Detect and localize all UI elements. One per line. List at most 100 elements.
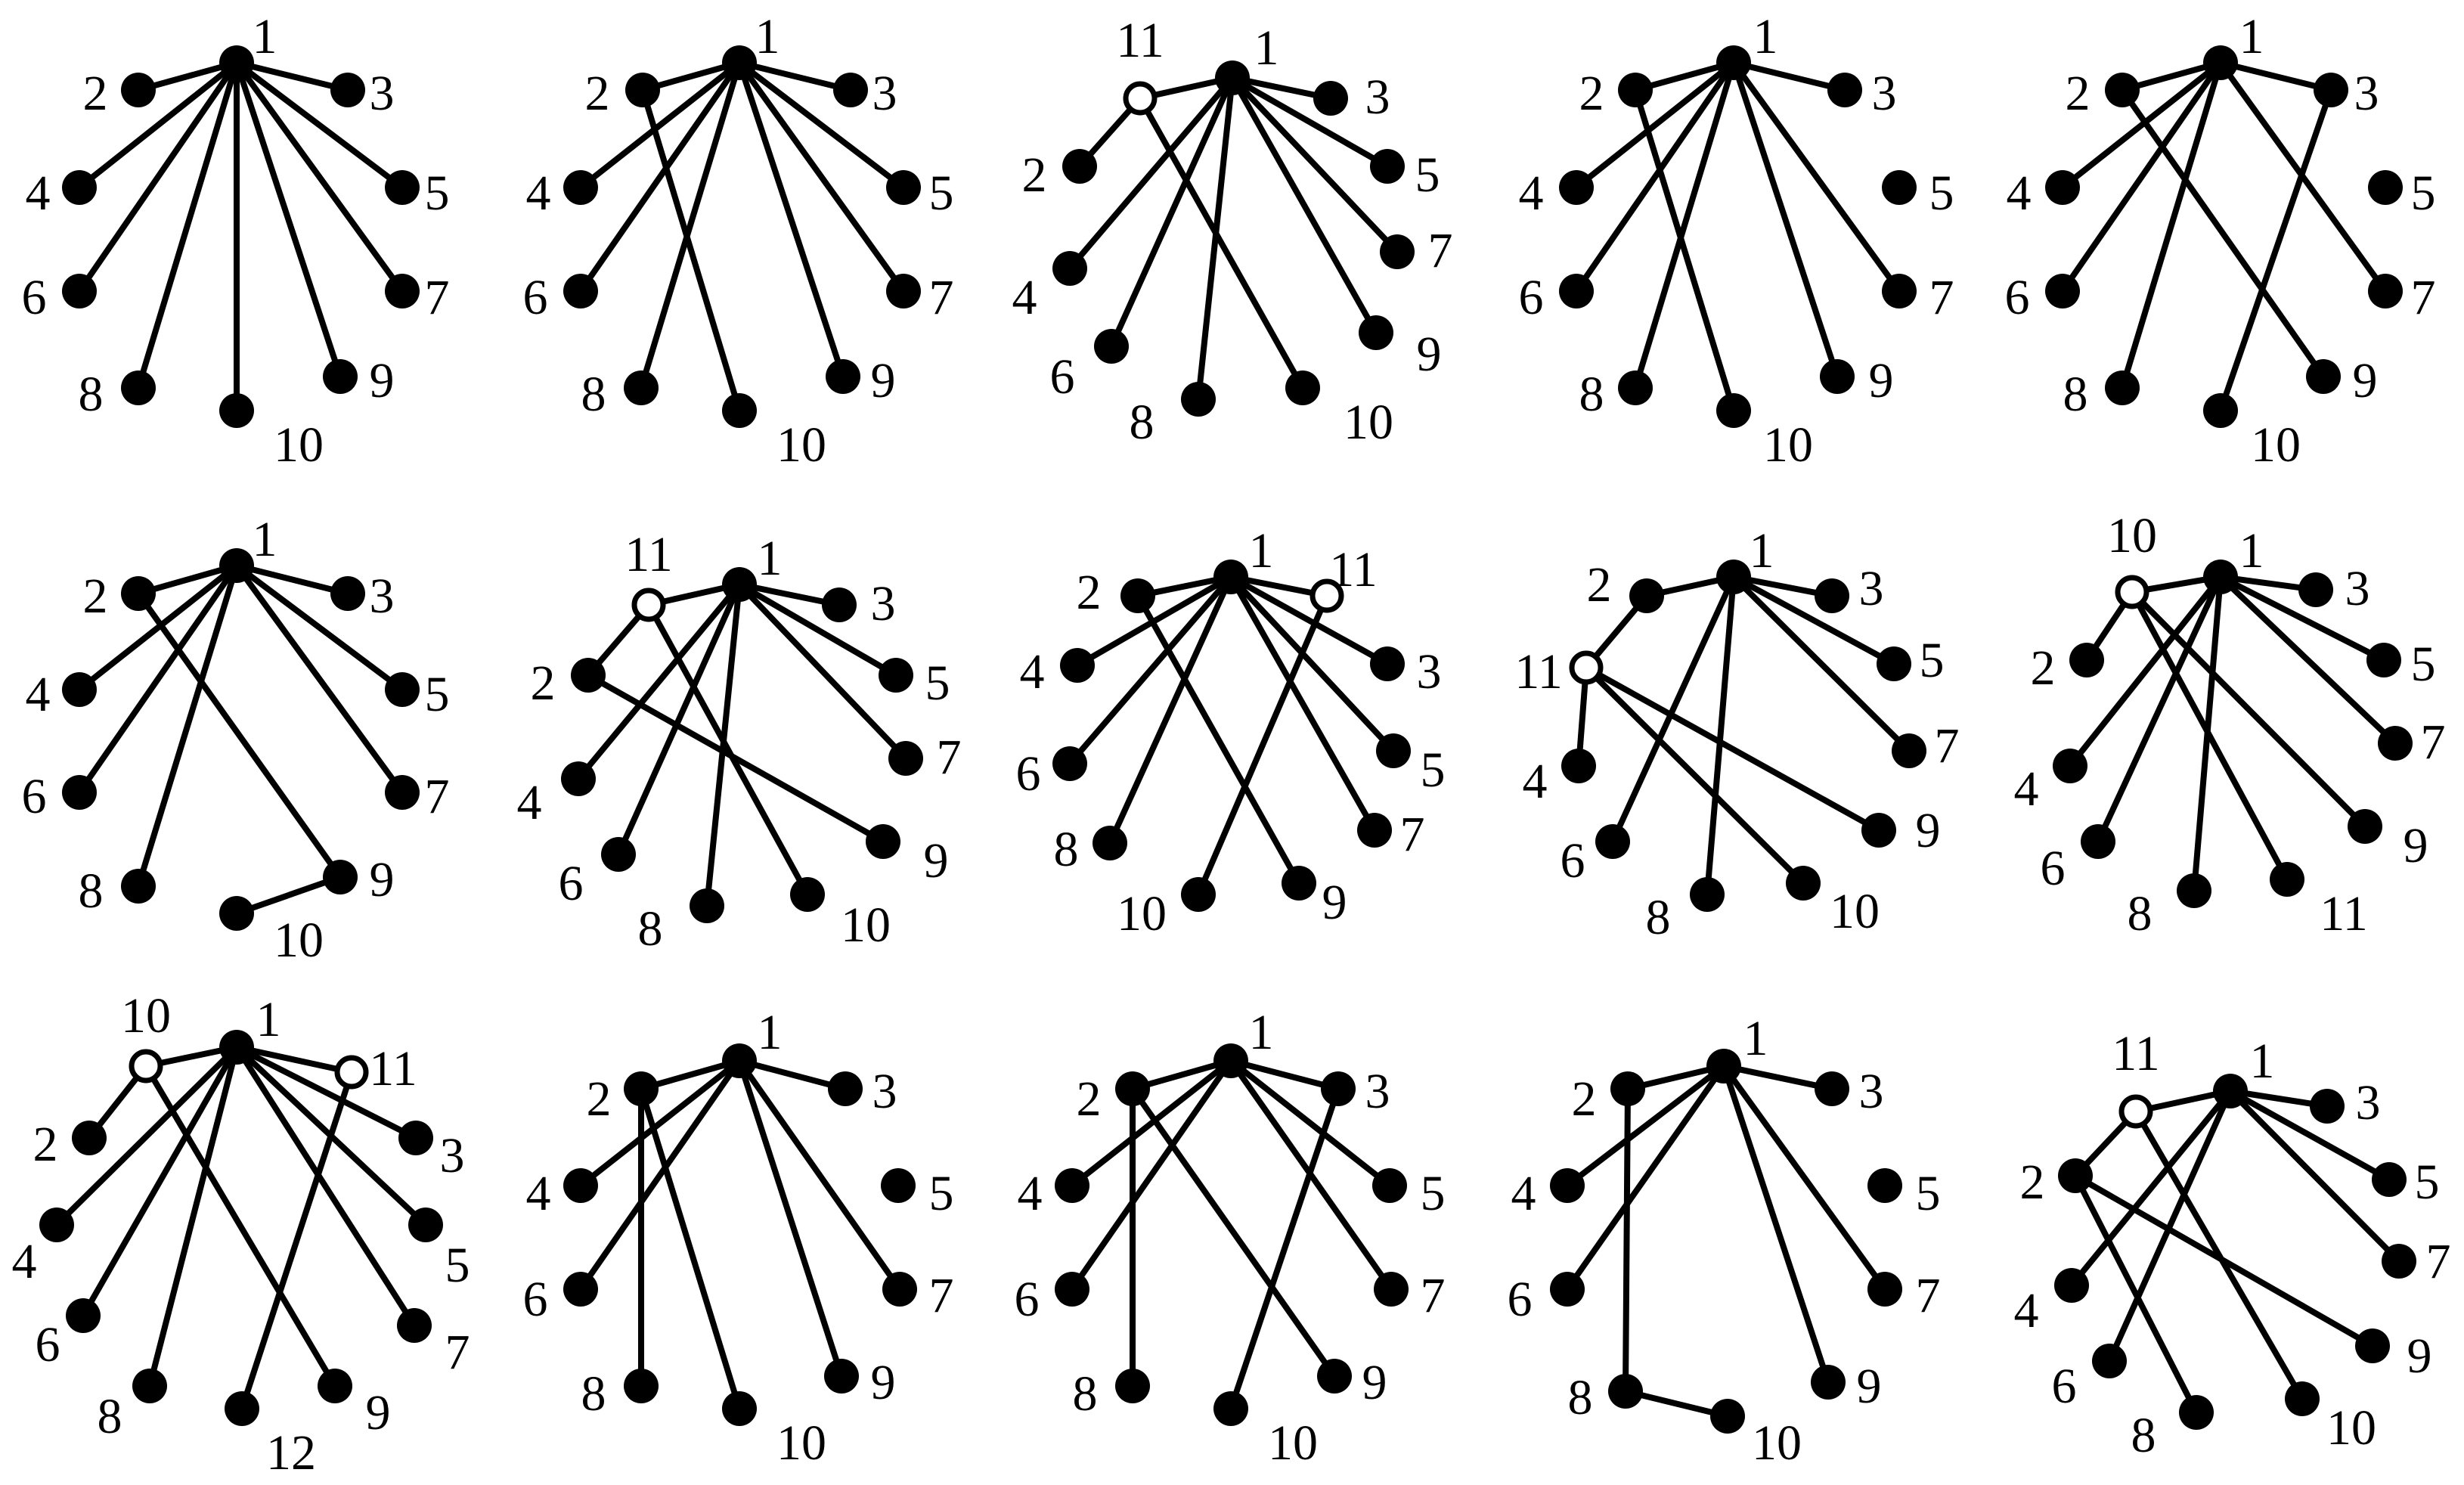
graph-edge <box>736 581 909 761</box>
vertex-label: 6 <box>2052 1359 2077 1414</box>
graph-edge <box>736 60 907 191</box>
filled-vertex <box>1595 824 1630 859</box>
vertex-label: 7 <box>1916 1268 1941 1323</box>
graph-edge <box>578 60 742 294</box>
filled-vertex <box>2270 862 2304 897</box>
vertex-label: 5 <box>445 1238 470 1293</box>
vertex-label: 6 <box>22 270 47 325</box>
vertex-label: 1 <box>253 512 277 567</box>
filled-vertex <box>561 761 596 796</box>
vertex-label: 6 <box>1016 746 1041 801</box>
filled-vertex <box>219 548 254 583</box>
filled-vertex <box>1115 1369 1150 1403</box>
vertex-label: 3 <box>1859 561 1884 616</box>
vertex-label: 9 <box>370 852 395 907</box>
graph-edge <box>1229 75 1379 336</box>
vertex-label: 6 <box>1508 1272 1533 1327</box>
graph-edge <box>1632 87 1737 414</box>
vertex-label: 2 <box>83 569 108 624</box>
filled-vertex <box>2298 572 2333 607</box>
filled-vertex <box>563 1168 598 1203</box>
filled-vertex <box>2213 1074 2248 1108</box>
filled-vertex <box>1608 1374 1643 1409</box>
vertex-label: 4 <box>1523 754 1548 809</box>
filled-vertex <box>2355 1328 2390 1363</box>
vertex-label: 5 <box>2411 637 2436 692</box>
vertex-label: 8 <box>1130 395 1155 450</box>
graph-edge <box>736 581 899 678</box>
vertex-label: 6 <box>2005 270 2030 325</box>
graph-edge <box>736 1058 903 1292</box>
vertex-label: 6 <box>523 270 548 325</box>
filled-vertex <box>1321 1071 1356 1106</box>
filled-vertex <box>2179 1395 2214 1430</box>
filled-vertex <box>219 393 254 428</box>
graph-edge <box>1731 574 1912 754</box>
vertex-label: 8 <box>1579 367 1604 422</box>
vertex-label: 1 <box>256 992 281 1047</box>
filled-vertex <box>2069 643 2104 677</box>
vertex-label: 5 <box>425 667 450 722</box>
vertex-label: 7 <box>425 769 450 824</box>
filled-vertex <box>1618 73 1653 107</box>
filled-vertex <box>1357 813 1392 848</box>
filled-vertex <box>881 1168 916 1203</box>
vertex-label: 4 <box>1020 644 1045 699</box>
filled-vertex <box>2053 749 2087 783</box>
vertex-label: 1 <box>2239 9 2264 64</box>
vertex-label: 8 <box>2063 367 2088 422</box>
vertex-label: 8 <box>1568 1370 1593 1425</box>
graph-edge <box>76 60 240 294</box>
graph-edge <box>1573 60 1737 191</box>
vertex-label: 8 <box>98 1389 122 1444</box>
filled-vertex <box>722 45 757 80</box>
graph-edge <box>2227 1088 2402 1264</box>
graph-edge <box>234 563 351 597</box>
filled-vertex <box>385 274 420 308</box>
open-vertex <box>2118 1094 2153 1129</box>
vertex-label: 8 <box>581 1366 606 1421</box>
graph-edge <box>234 1044 355 1075</box>
vertex-label: 1 <box>758 1005 783 1060</box>
graph-edge <box>76 60 240 191</box>
filled-vertex <box>2081 824 2115 859</box>
vertex-label: 9 <box>1362 1355 1387 1410</box>
vertex-label: 10 <box>1344 395 1393 450</box>
open-vertex <box>1309 578 1344 613</box>
vertex-label: 9 <box>1857 1359 1882 1414</box>
graph-edge <box>1229 75 1400 255</box>
filled-vertex <box>72 1121 107 1155</box>
vertex-label: 5 <box>2415 1155 2440 1210</box>
filled-vertex <box>1690 877 1725 912</box>
vertex-label: 2 <box>1022 147 1047 203</box>
graph-edge <box>234 60 405 191</box>
graph-edge <box>135 563 240 889</box>
filled-vertex <box>1370 149 1405 184</box>
graph-edge <box>2119 60 2224 391</box>
graph-edge <box>2218 574 2387 663</box>
vertex-label: 4 <box>2014 1283 2039 1338</box>
vertex-label: 5 <box>1920 633 1945 688</box>
vertex-label: 5 <box>925 656 950 711</box>
filled-vertex <box>225 1391 259 1426</box>
vertex-label: 8 <box>581 367 606 422</box>
graph-edge <box>1228 1058 1393 1189</box>
vertex-label: 2 <box>1587 557 1612 612</box>
vertex-label: 1 <box>758 531 783 586</box>
filled-vertex <box>722 393 757 428</box>
graph-edge <box>638 60 742 391</box>
filled-vertex <box>2368 170 2403 205</box>
filled-vertex <box>2058 1158 2093 1193</box>
filled-vertex <box>1313 81 1348 116</box>
filled-vertex <box>1892 733 1926 768</box>
vertex-label: 7 <box>2426 1234 2451 1289</box>
vertex-label: 5 <box>929 166 954 221</box>
filled-vertex <box>1877 646 1911 681</box>
filled-vertex <box>1618 370 1653 405</box>
vertex-label: 6 <box>1561 833 1585 888</box>
filled-vertex <box>866 824 900 859</box>
filled-vertex <box>722 1043 757 1078</box>
filled-vertex <box>1093 826 1127 860</box>
